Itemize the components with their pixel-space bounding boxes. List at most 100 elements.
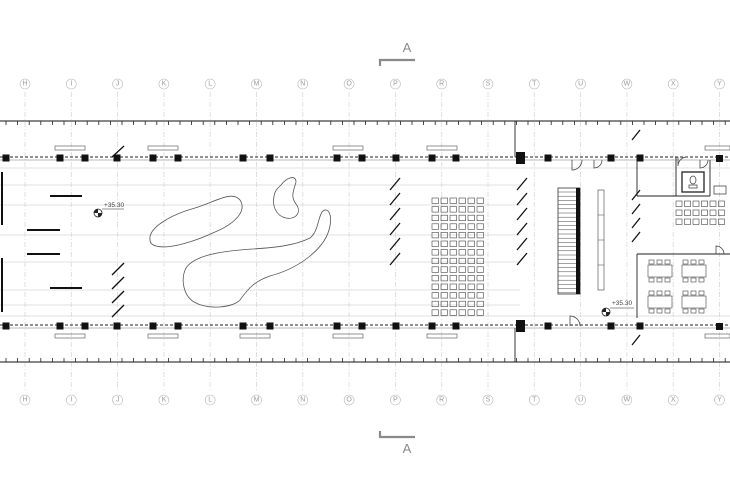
section-label-bottom: A — [403, 441, 412, 456]
chair — [440, 232, 448, 239]
grid-bubble-x-bottom: X — [667, 394, 679, 406]
chair — [709, 209, 717, 216]
grid-label: T — [532, 397, 537, 404]
chair — [431, 292, 439, 299]
column — [452, 154, 460, 162]
grid-label: X — [671, 397, 676, 404]
chair — [449, 266, 457, 273]
cafe-table-set — [681, 290, 707, 314]
chair — [431, 309, 439, 316]
grid-label: W — [624, 81, 631, 88]
chair — [467, 300, 475, 308]
column — [56, 154, 64, 162]
grid-bubble-u-bottom: U — [575, 394, 586, 406]
section-marker-bottom: A — [378, 431, 415, 456]
column — [2, 154, 10, 162]
chair — [458, 283, 466, 290]
grid-lines — [24, 92, 720, 390]
grid-bubble-m-top: M — [251, 78, 262, 90]
chair — [449, 214, 457, 221]
grid-bubble-j-bottom: J — [112, 394, 123, 406]
column — [392, 154, 400, 162]
chair — [449, 283, 457, 290]
chair — [440, 266, 448, 273]
chair — [449, 257, 457, 265]
grid-label: H — [22, 397, 27, 404]
chair — [431, 214, 439, 221]
chair — [467, 257, 475, 265]
chair — [467, 275, 475, 282]
chair — [476, 206, 484, 213]
column — [149, 154, 157, 162]
column — [392, 322, 400, 330]
grid-bubble-o-bottom: O — [343, 394, 355, 406]
chair — [458, 257, 466, 265]
column — [636, 154, 644, 162]
chair — [467, 309, 475, 316]
chair — [684, 218, 691, 225]
organic-pond-shapes — [149, 177, 331, 308]
column — [113, 322, 121, 330]
chair — [449, 292, 457, 299]
chair — [476, 249, 484, 256]
grid-label: H — [22, 81, 27, 88]
grid-label: T — [532, 81, 537, 88]
grid-label: S — [486, 81, 491, 88]
column — [333, 154, 341, 162]
chair — [440, 197, 448, 204]
door-swings — [569, 156, 725, 327]
grid-bubble-l-bottom: L — [204, 394, 216, 406]
column — [56, 322, 64, 330]
grid-label: R — [439, 81, 444, 88]
section-marker-top: A — [378, 40, 415, 66]
grid-label: M — [254, 397, 260, 404]
chair — [692, 209, 700, 216]
grid-bubble-n-bottom: N — [297, 394, 309, 406]
chair — [467, 232, 475, 239]
grid-bubble-h-bottom: H — [19, 394, 31, 406]
grid-label: K — [162, 81, 167, 88]
level-marker-left: +35.30 — [93, 202, 124, 218]
grid-label: I — [70, 81, 72, 88]
chair — [449, 300, 457, 308]
chair — [718, 209, 725, 216]
chair — [431, 266, 439, 273]
chair — [449, 240, 457, 247]
chair — [458, 275, 466, 282]
grid-bubble-o-top: O — [343, 78, 355, 90]
grid-bubble-m-bottom: M — [251, 394, 262, 406]
chair — [431, 283, 439, 290]
chair — [431, 240, 439, 247]
chair — [458, 206, 466, 213]
chair — [440, 223, 448, 230]
chair — [449, 309, 457, 316]
chair — [476, 232, 484, 239]
chair — [449, 223, 457, 230]
grid-label: J — [116, 397, 120, 404]
grid-label: K — [162, 397, 167, 404]
chair — [467, 292, 475, 299]
column — [716, 155, 723, 162]
column — [607, 154, 615, 162]
chair — [458, 309, 466, 316]
column — [516, 152, 525, 164]
column — [544, 322, 552, 330]
grid-bubble-y-bottom: Y — [714, 394, 725, 406]
grid-bubble-i-bottom: I — [66, 394, 77, 406]
chair — [692, 218, 700, 225]
chair — [709, 218, 717, 225]
grid-label: W — [624, 397, 631, 404]
chair — [718, 200, 725, 207]
grid-bubble-s-bottom: S — [482, 394, 494, 406]
grid-bubble-r-top: R — [436, 78, 448, 90]
window-sills — [54, 145, 730, 339]
column — [428, 322, 436, 330]
horizontal-structure-lines — [0, 167, 730, 317]
column — [113, 154, 121, 162]
cafe-table-set — [647, 290, 673, 314]
grid-bubble-p-top: P — [390, 78, 401, 90]
columns — [2, 152, 723, 332]
chair — [431, 300, 439, 308]
